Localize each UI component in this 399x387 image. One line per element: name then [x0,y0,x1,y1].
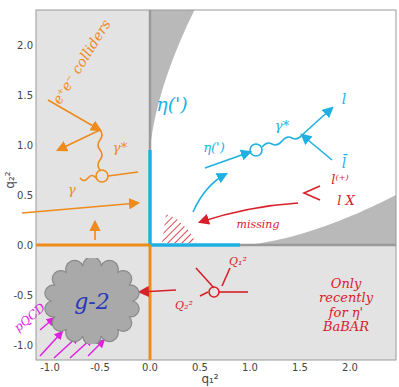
fermion-line [58,130,100,150]
unphysical-region [36,10,396,360]
photon-line [80,176,96,181]
axis-line [240,244,396,247]
particle-label: Q₁² [229,256,247,268]
region-label: g-2 [74,289,110,314]
meson-line [219,291,248,293]
tick-label: 2.0 [17,40,33,51]
tick-label: 1.5 [292,362,308,373]
tick-label: 1.0 [17,140,33,151]
tick-label: -1.0 [40,362,60,373]
photon-line [200,292,208,296]
feynman-diagram [193,108,332,212]
tick-label: 1.0 [242,362,258,373]
axes-lines [36,10,396,360]
particle-label: Q₂² [175,300,193,312]
vertex-blob [96,170,108,182]
particle-label: η(') [203,141,225,155]
timelike-region [150,10,396,245]
cloud-region: g-2 [44,258,140,344]
particle-label: l⁽⁺⁾ [331,173,348,187]
axis-segment [36,244,150,247]
vertex-blob [250,144,262,156]
photon-line [196,268,214,288]
tick-label: -1.0 [13,340,33,351]
kinematic-boundary [150,10,194,155]
axis-segment [149,245,152,360]
particle-label: l̄ [342,156,346,171]
lepton-line [302,108,332,135]
photon-line [98,130,102,170]
tick-label: 0.5 [17,190,33,201]
particle-label: l X [337,194,355,208]
feynman-diagram [140,186,320,297]
photon-line [222,268,230,286]
plot-frame [36,10,396,360]
annotation-arrow [22,203,138,213]
cloud-outline [45,258,139,344]
meson-line [108,172,138,176]
vertex-blob [209,287,219,297]
annotation-arrow [94,222,96,240]
tick-label: -0.5 [90,362,110,373]
tick-label: 0.0 [17,240,33,251]
axis-title: q₂² [4,171,17,188]
photon-line [262,135,302,147]
particle-label: η(') [156,94,187,115]
tick-label: -0.5 [13,290,33,301]
angle-mark [304,186,320,200]
annotation-arrow [140,290,176,292]
axis-segment [150,243,240,247]
particle-label: γ [68,183,76,197]
particle-label: l [342,92,346,107]
axis-segment [148,150,152,245]
annotation-arrow [193,174,226,212]
tick-label: 0.5 [192,362,208,373]
annotation-arrow [40,332,62,356]
plot-regions [36,10,396,360]
particle-label: γ* [275,119,289,133]
tick-label: 1.5 [17,90,33,101]
tick-label: 2.0 [342,362,358,373]
annotation-note: Only recently for η' BaBAR [309,277,383,334]
particle-label: γ* [113,141,127,155]
axis-title: q₁² [201,373,218,386]
lepton-line [302,135,332,160]
fermion-line [48,100,100,130]
tick-label: 0.0 [142,362,158,373]
axis-line [149,10,152,150]
hatched-region [162,214,196,243]
feynman-diagram [22,100,138,240]
annotation-note: missing [237,219,280,231]
